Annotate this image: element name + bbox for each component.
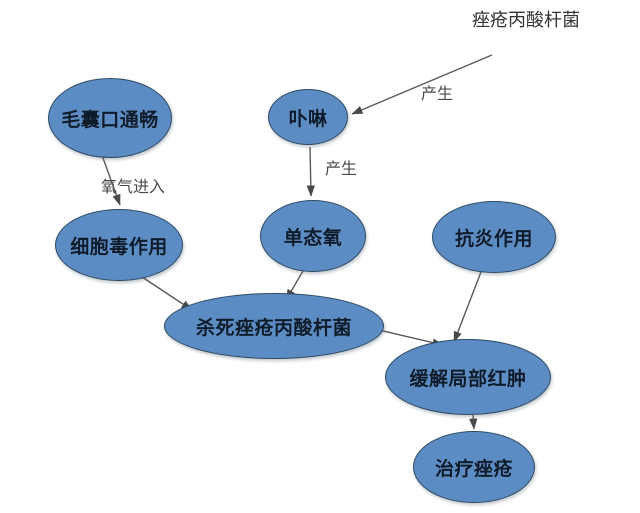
node-singlet-oxygen[interactable]: 单态氧: [260, 200, 366, 272]
node-porphyrin-label: 卟啉: [288, 107, 328, 130]
node-relieve-swelling[interactable]: 缓解局部红肿: [385, 339, 551, 415]
node-porphyrin[interactable]: 卟啉: [268, 89, 348, 145]
edge-relieve-to-treat: [469, 414, 478, 430]
node-singlet-oxygen-label: 单态氧: [283, 226, 343, 249]
node-cytotoxic[interactable]: 细胞毒作用: [55, 209, 183, 281]
edge-porphyrin-to-singlet: [306, 146, 315, 197]
edge-label-oxygen-enters: 氧气进入: [101, 177, 166, 196]
edge-label-produce-porphyrin: 产生: [421, 84, 454, 103]
edge-anti-inflammatory-to-relieve: [453, 271, 482, 343]
edge-cytotoxic-to-kill: [138, 274, 193, 311]
edge-label-produce-singlet: 产生: [325, 159, 358, 178]
node-follicle[interactable]: 毛囊口通畅: [48, 78, 172, 158]
node-relieve-swelling-label: 缓解局部红肿: [409, 367, 527, 390]
node-treat-acne-label: 治疗痤疮: [434, 457, 513, 480]
node-anti-inflammatory-label: 抗炎作用: [454, 227, 533, 250]
node-treat-acne[interactable]: 治疗痤疮: [413, 431, 535, 503]
node-cytotoxic-label: 细胞毒作用: [70, 235, 168, 258]
node-kill-bacteria[interactable]: 杀死痤疮丙酸杆菌: [164, 293, 384, 359]
node-anti-inflammatory[interactable]: 抗炎作用: [432, 201, 556, 273]
node-follicle-label: 毛囊口通畅: [61, 108, 159, 131]
label-source-bacteria: 痤疮丙酸杆菌: [472, 10, 580, 31]
node-kill-bacteria-label: 杀死痤疮丙酸杆菌: [195, 316, 352, 339]
